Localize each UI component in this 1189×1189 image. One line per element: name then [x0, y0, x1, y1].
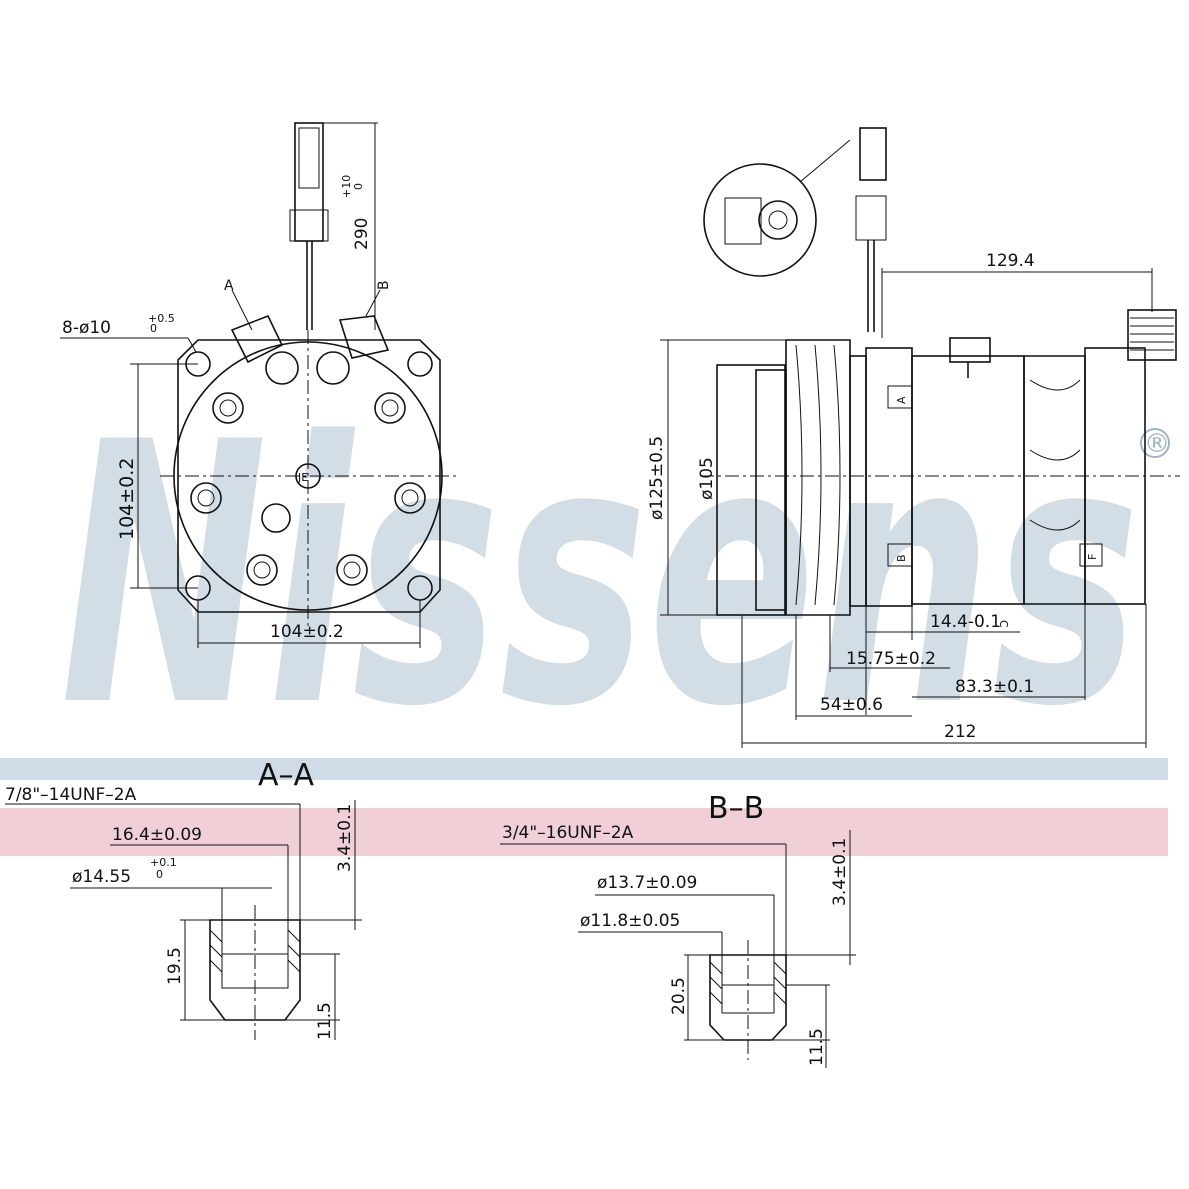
registered-mark: ® — [1144, 429, 1170, 459]
port-f-tag: F — [1086, 554, 1099, 560]
groove-diameter-label: ø105 — [697, 457, 717, 500]
holes-tol-top: +0.5 — [148, 312, 175, 325]
aa-dim-14-55-tol-bot: 0 — [156, 868, 163, 881]
section-aa: A–A 7/8"–14UNF–2A 16.4±0.09 ø14.55 +0.1 … — [5, 758, 362, 1040]
vertical-spacing-label: 104±0.2 — [116, 458, 138, 540]
dim-54-label: 54±0.6 — [820, 695, 883, 715]
pulley-diameter-label: ø125±0.5 — [647, 436, 667, 520]
aa-dim-16-4-label: 16.4±0.09 — [112, 825, 202, 845]
aa-dim-19-5-label: 19.5 — [165, 947, 185, 985]
section-bb-title: B–B — [708, 791, 764, 826]
watermark-text: Nissens — [60, 366, 1140, 785]
overall-length-label: 212 — [944, 722, 976, 742]
holes-label: 8-ø10 — [62, 318, 111, 338]
cable-length-label: 290 — [352, 218, 372, 250]
label-b: B — [376, 280, 392, 290]
bb-dim-20-5-label: 20.5 — [669, 977, 689, 1015]
top-length-label: 129.4 — [986, 251, 1035, 271]
aa-dim-14-55-tol-top: +0.1 — [150, 856, 177, 869]
label-a: A — [224, 278, 234, 294]
front-view: 290 +10 0 A B JE — [60, 122, 460, 648]
aa-dim-3-4-label: 3.4±0.1 — [335, 804, 355, 872]
port-b: B — [316, 280, 392, 385]
cable-tol-top: +10 — [340, 175, 353, 198]
bb-dim-11-8-label: ø11.8±0.05 — [580, 911, 680, 931]
port-c-tag: C — [997, 620, 1010, 628]
bb-dim-3-4-label: 3.4±0.1 — [830, 838, 850, 906]
bb-dim-13-7-label: ø13.7±0.09 — [597, 873, 697, 893]
side-view: A B F C 129.4 ø125±0.5 ø105 14.4-0.1 15.… — [647, 127, 1180, 748]
section-aa-title: A–A — [258, 758, 315, 793]
watermark: Nissens ® — [60, 366, 1170, 785]
port-a: A — [224, 278, 299, 385]
registered-circle — [1140, 428, 1170, 458]
port-a-tag: A — [895, 396, 908, 404]
horizontal-spacing-label: 104±0.2 — [270, 622, 344, 642]
aa-dim-11-5-label: 11.5 — [315, 1002, 335, 1040]
holes-tol-bot: 0 — [150, 322, 157, 335]
port-b-tag: B — [895, 554, 908, 562]
blue-band — [0, 758, 1168, 780]
center-mark: JE — [297, 471, 308, 484]
section-bb: B–B 3/4"–16UNF–2A ø13.7±0.09 ø11.8±0.05 … — [500, 791, 856, 1068]
bb-thread-label: 3/4"–16UNF–2A — [502, 823, 634, 843]
cable-tol-bot: 0 — [352, 183, 365, 190]
aa-dim-14-55-label: ø14.55 — [72, 867, 131, 887]
pink-band — [0, 808, 1168, 856]
dim-14-4-label: 14.4-0.1 — [930, 612, 1001, 632]
dim-15-75-label: 15.75±0.2 — [846, 649, 936, 669]
dim-83-3-label: 83.3±0.1 — [955, 677, 1034, 697]
aa-thread-label: 7/8"–14UNF–2A — [5, 785, 137, 805]
bb-dim-11-5-label: 11.5 — [807, 1028, 827, 1066]
